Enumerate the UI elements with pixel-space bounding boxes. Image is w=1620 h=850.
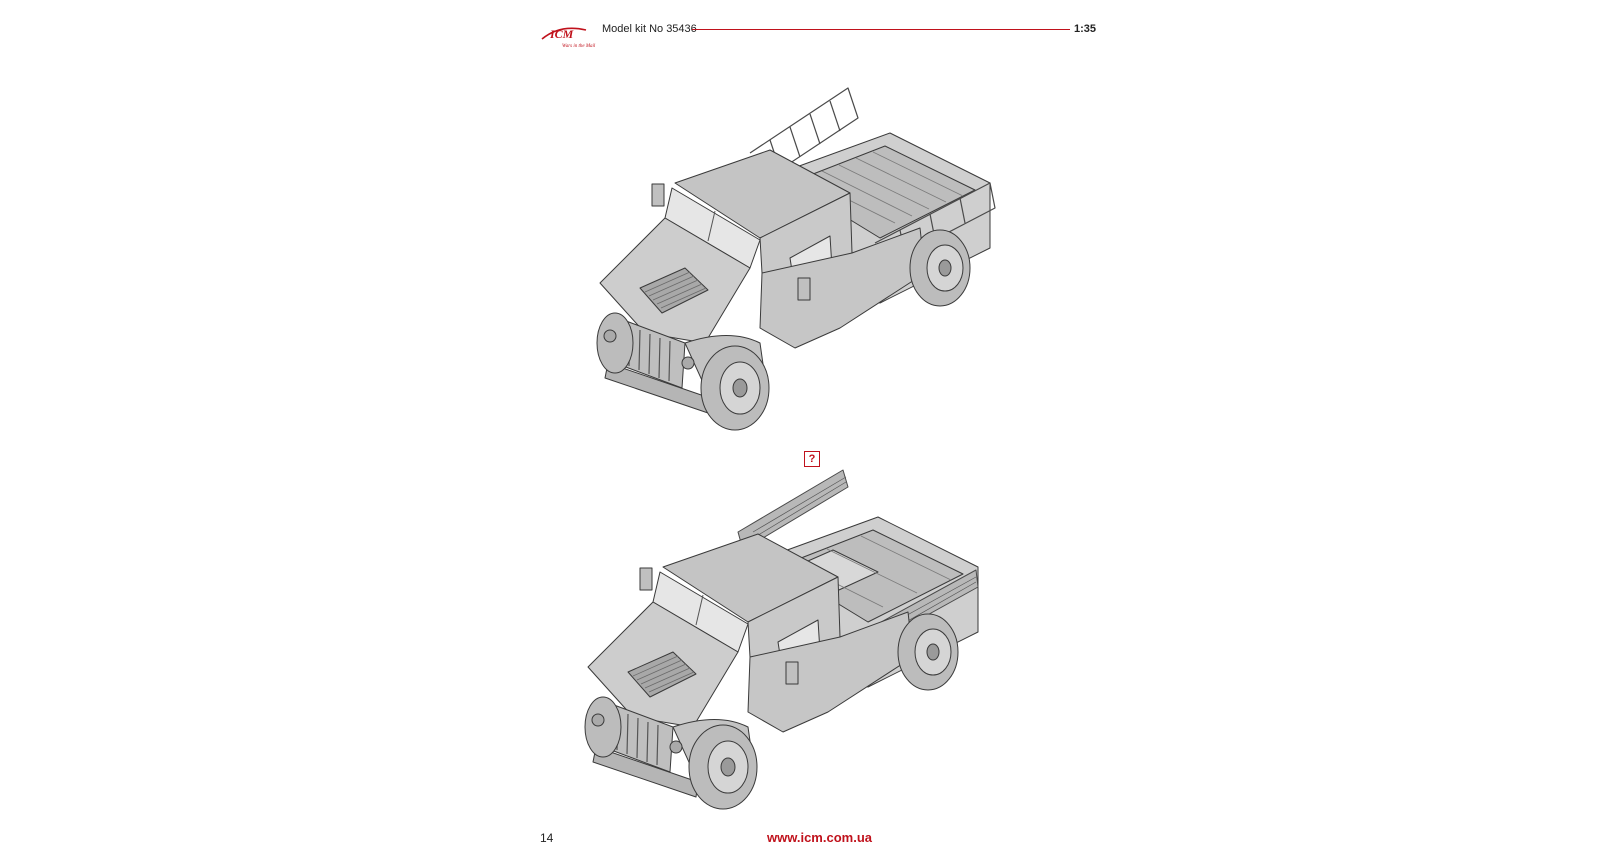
question-marker: ? [804, 451, 820, 467]
scale-label: 1:35 [1074, 23, 1097, 35]
svg-text:Wars in the Mail: Wars in the Mail [562, 44, 596, 49]
website-link[interactable]: www.icm.com.ua [767, 830, 872, 845]
icm-logo: ICM Wars in the Mail [541, 27, 596, 49]
svg-text:ICM: ICM [549, 27, 574, 41]
vehicle-illustration-bottom [584, 469, 979, 810]
page-number: 14 [540, 831, 554, 845]
header-divider [692, 29, 1070, 30]
vehicle-illustration-top [596, 87, 996, 431]
kit-number-label: Model kit No 35436 [602, 23, 697, 35]
